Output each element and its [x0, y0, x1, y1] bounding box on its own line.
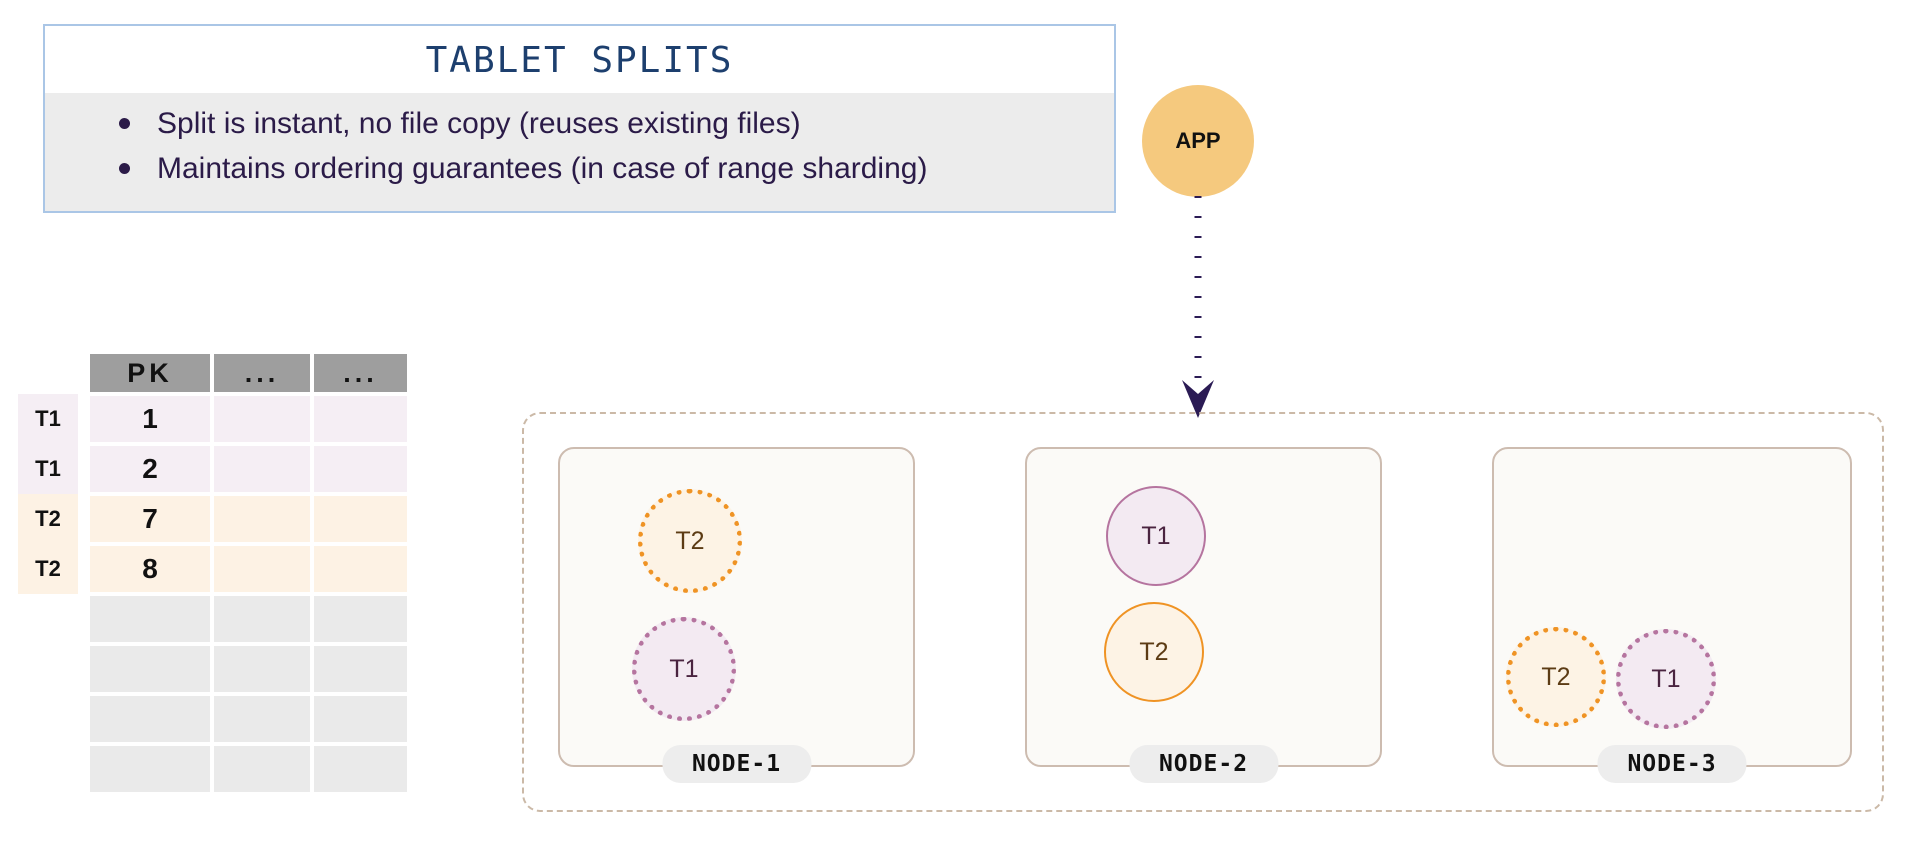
app-label: APP: [1175, 128, 1221, 153]
tablet-t2[interactable]: T2: [1104, 602, 1204, 702]
tablet-t1[interactable]: T1: [1616, 629, 1716, 729]
cell-col2: [212, 594, 312, 644]
cell-pk: 7: [88, 494, 212, 544]
node-1[interactable]: T2 T1 NODE-1: [558, 447, 915, 783]
cell-pk: [88, 594, 212, 644]
row-tablet-tag: [18, 594, 78, 644]
row-tablet-tag: [18, 644, 78, 694]
tablet-t2[interactable]: T2: [1506, 627, 1606, 727]
row-tablet-tag: T2: [18, 544, 78, 594]
callout-bullet-item: Split is instant, no file copy (reuses e…: [111, 103, 1084, 148]
cell-col3: [312, 444, 409, 494]
cell-pk: 1: [88, 394, 212, 444]
cell-col3: [312, 394, 409, 444]
table-row: [18, 594, 409, 644]
cell-col2: [212, 394, 312, 444]
callout-title: TABLET SPLITS: [45, 26, 1114, 93]
row-tablet-tag: T1: [18, 394, 78, 444]
cell-col3: [312, 694, 409, 744]
cell-col2: [212, 644, 312, 694]
table-header-pk: PK: [88, 352, 212, 394]
callout-bullet-text: Split is instant, no file copy (reuses e…: [157, 107, 801, 140]
cell-pk: 8: [88, 544, 212, 594]
tablet-label: T1: [669, 654, 699, 683]
cell-pk: [88, 744, 212, 794]
row-tablet-tag: [18, 694, 78, 744]
cell-col2: [212, 544, 312, 594]
callout-body: Split is instant, no file copy (reuses e…: [45, 93, 1114, 211]
node-2[interactable]: T1 T2 NODE-2: [1025, 447, 1382, 783]
cell-pk: [88, 644, 212, 694]
tablet-t1[interactable]: T1: [1106, 486, 1206, 586]
tablet-label: T1: [1651, 664, 1681, 693]
cell-pk: 2: [88, 444, 212, 494]
cell-col3: [312, 744, 409, 794]
node-3[interactable]: T2 T1 NODE-3: [1492, 447, 1852, 783]
table-header-row: PK ... ...: [18, 352, 409, 394]
table-row: [18, 694, 409, 744]
cell-col3: [312, 544, 409, 594]
app-to-cluster-arrow-icon: [1182, 196, 1214, 418]
cell-pk: [88, 694, 212, 744]
cluster-container: T2 T1 NODE-1 T1 T2 NODE-2 T2 T1 NODE-3: [522, 412, 1884, 812]
primary-key-table: PK ... ... T1 1 T1 2 T2 7 T2 8: [18, 352, 409, 794]
table-header-col2: ...: [212, 352, 312, 394]
node-label: NODE-2: [1128, 745, 1279, 783]
table-row: [18, 644, 409, 694]
table-row: T1 1: [18, 394, 409, 444]
cell-col3: [312, 494, 409, 544]
tag-cell-spacer: [18, 352, 78, 394]
table-row: T2 7: [18, 494, 409, 544]
cell-col2: [212, 744, 312, 794]
tablet-label: T2: [675, 526, 705, 555]
tablet-label: T1: [1141, 521, 1171, 550]
table-row: T2 8: [18, 544, 409, 594]
table-row: T1 2: [18, 444, 409, 494]
tablet-label: T2: [1139, 637, 1169, 666]
table-row: [18, 744, 409, 794]
tablet-t1[interactable]: T1: [632, 617, 736, 721]
bullet-dot-icon: [119, 118, 130, 129]
app-node[interactable]: APP: [1142, 85, 1254, 197]
node-label: NODE-1: [661, 745, 812, 783]
cell-col2: [212, 494, 312, 544]
tablet-t2[interactable]: T2: [638, 489, 742, 593]
row-tablet-tag: T2: [18, 494, 78, 544]
callout-bullet-item: Maintains ordering guarantees (in case o…: [111, 148, 1084, 193]
tablet-splits-callout: TABLET SPLITS Split is instant, no file …: [43, 24, 1116, 213]
bullet-dot-icon: [119, 162, 130, 174]
callout-bullet-list: Split is instant, no file copy (reuses e…: [45, 103, 1114, 193]
row-tablet-tag: [18, 744, 78, 794]
tablet-label: T2: [1541, 662, 1571, 691]
cell-col2: [212, 694, 312, 744]
callout-bullet-text: Maintains ordering guarantees (in case o…: [157, 151, 928, 185]
table-header-col3: ...: [312, 352, 409, 394]
cell-col2: [212, 444, 312, 494]
cell-col3: [312, 644, 409, 694]
row-tablet-tag: T1: [18, 444, 78, 494]
cell-col3: [312, 594, 409, 644]
node-label: NODE-3: [1597, 745, 1747, 783]
